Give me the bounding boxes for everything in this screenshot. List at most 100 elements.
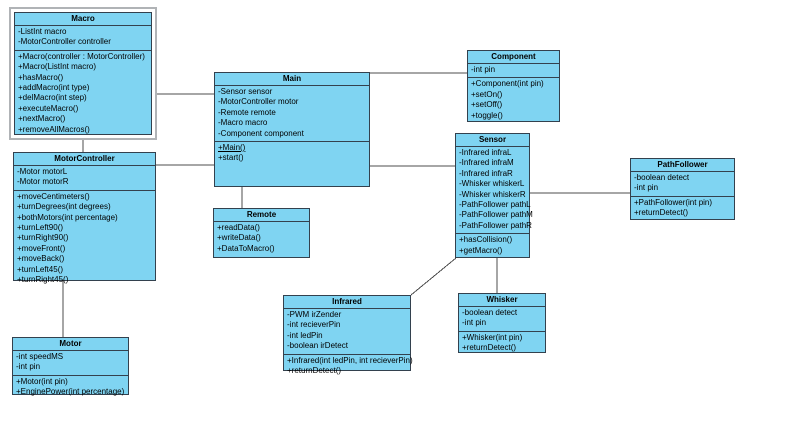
attribute-row: -boolean irDetect: [287, 341, 348, 351]
methods-compartment-whisker: +Whisker(int pin)+returnDetect(): [459, 330, 545, 356]
attribute-row: -Motor motorR: [17, 177, 69, 187]
class-title-component: Component: [491, 52, 536, 61]
method-row: +Main(): [218, 143, 246, 153]
class-title-pathfollower: PathFollower: [657, 160, 708, 169]
method-row: +moveFront(): [17, 243, 66, 253]
class-box-pathfollower[interactable]: PathFollower-boolean detect-int pin+Path…: [630, 158, 735, 220]
class-box-sensor[interactable]: Sensor-Infrared infraL-Infrared infraM-I…: [455, 133, 533, 258]
method-row: +moveCentimeters(): [17, 191, 90, 201]
attribute-row: -int pin: [471, 65, 496, 74]
class-title-motor: Motor: [59, 339, 82, 348]
method-row: +DataToMacro(): [217, 243, 275, 253]
methods-compartment-macro: +Macro(controller : MotorController)+Mac…: [15, 49, 151, 137]
attribute-row: -Motor motorL: [17, 167, 68, 176]
method-row: +executeMacro(): [18, 103, 79, 113]
method-row: +turnDegrees(int degrees): [17, 202, 111, 212]
attributes-compartment-pathfollower: -boolean detect-int pin: [631, 171, 734, 196]
attribute-row: -Infrared infraL: [459, 148, 512, 157]
class-box-remote[interactable]: Remote +readData()+writeData()+DataToMacr…: [213, 208, 310, 258]
attribute-row: -ListInt macro: [18, 27, 67, 36]
method-row: +Whisker(int pin): [462, 332, 523, 342]
attributes-compartment-motorcontroller: -Motor motorL-Motor motorR: [14, 165, 155, 190]
method-row: +addMacro(int type): [18, 83, 90, 93]
method-row: +returnDetect(): [634, 208, 689, 218]
method-row: +Component(int pin): [471, 79, 544, 89]
attribute-row: -PathFollower pathR: [459, 220, 532, 230]
attribute-row: -int pin: [634, 183, 659, 193]
method-row: +PathFollower(int pin): [634, 197, 713, 207]
method-row: +hasCollision(): [459, 235, 513, 245]
class-box-main[interactable]: Main-Sensor sensor-MotorController motor…: [214, 72, 370, 187]
method-row: +start(): [218, 153, 244, 163]
attribute-row: -Infrared infraM: [459, 158, 514, 168]
attributes-compartment-component: -int pin: [468, 63, 559, 77]
class-title-remote: Remote: [246, 210, 277, 219]
class-box-component[interactable]: Component-int pin+Component(int pin)+set…: [467, 50, 560, 122]
method-row: +Macro(ListInt macro): [18, 62, 97, 72]
attribute-row: -boolean detect: [462, 308, 518, 317]
attributes-compartment-motor: -int speedMS-int pin: [13, 350, 128, 375]
attribute-row: -Macro macro: [218, 118, 268, 128]
attributes-compartment-main: -Sensor sensor-MotorController motor-Rem…: [215, 85, 369, 141]
attributes-compartment-macro: -ListInt macro-MotorController controlle…: [15, 25, 151, 50]
class-box-whisker[interactable]: Whisker -boolean detect-int pin+Whisker(i…: [458, 293, 546, 353]
attribute-row: -MotorController controller: [18, 37, 111, 47]
method-row: +turnLeft90(): [17, 223, 64, 233]
method-row: +returnDetect(): [287, 366, 342, 376]
attribute-row: -int ledPin: [287, 330, 323, 340]
attribute-row: -boolean detect: [634, 173, 690, 182]
methods-compartment-sensor: +hasCollision()+getMacro(): [456, 233, 529, 258]
methods-compartment-component: +Component(int pin)+setOn()+setOff()+tog…: [468, 77, 559, 123]
attribute-row: -Whisker whiskerL: [459, 179, 525, 189]
attribute-row: -Component component: [218, 128, 304, 138]
attribute-row: -Sensor sensor: [218, 87, 273, 96]
method-row: +Motor(int pin): [16, 376, 68, 386]
method-row: +writeData(): [217, 233, 261, 243]
method-row: +turnLeft45(): [17, 264, 64, 274]
class-box-motorcontroller[interactable]: MotorController -Motor motorL-Motor motor…: [13, 152, 156, 284]
methods-compartment-infrared: +Infrared(int ledPin, int recieverPin)+r…: [284, 353, 413, 379]
attribute-row: -MotorController motor: [218, 97, 299, 107]
method-row: +turnRight90(): [17, 233, 69, 243]
method-row: +nextMacro(): [18, 114, 66, 124]
attributes-compartment-sensor: -Infrared infraL-Infrared infraM-Infrare…: [456, 146, 533, 233]
selection-frame-macro[interactable]: [9, 7, 157, 140]
attribute-row: -PathFollower pathL: [459, 200, 531, 210]
method-row: +setOn(): [471, 89, 503, 99]
class-title-motorcontroller: MotorController: [54, 154, 115, 163]
class-title-macro: Macro: [71, 14, 95, 23]
class-box-motor[interactable]: Motor-int speedMS-int pin+Motor(int pin)…: [12, 337, 129, 396]
class-box-infrared[interactable]: Infrared-PWM irZender-int recieverPin-in…: [283, 295, 413, 375]
class-box-macro[interactable]: Macro -ListInt macro-MotorController cont…: [14, 12, 152, 135]
method-row: +readData(): [217, 223, 260, 232]
method-row: +EnginePower(int percentage): [16, 387, 125, 397]
attribute-row: -int pin: [16, 362, 41, 372]
attribute-row: -PWM irZender: [287, 310, 342, 319]
method-row: +delMacro(int step): [18, 93, 87, 103]
attribute-row: -int recieverPin: [287, 320, 341, 330]
method-row: +turnRight45(): [17, 275, 69, 285]
methods-compartment-pathfollower: +PathFollower(int pin)+returnDetect(): [631, 195, 734, 221]
method-row: +bothMotors(int percentage): [17, 212, 118, 222]
class-title-whisker: Whisker: [486, 295, 518, 304]
attribute-row: -Infrared infraR: [459, 168, 513, 178]
methods-compartment-remote: +readData()+writeData()+DataToMacro(): [214, 221, 309, 257]
method-row: +removeAllMacros(): [18, 124, 90, 134]
method-row: +Infrared(int ledPin, int recieverPin): [287, 355, 413, 365]
methods-compartment-motor: +Motor(int pin)+EnginePower(int percenta…: [13, 374, 128, 400]
method-row: +toggle(): [471, 110, 503, 120]
attribute-row: -int speedMS: [16, 352, 64, 361]
method-row: +setOff(): [471, 100, 503, 110]
method-row: +hasMacro(): [18, 72, 64, 82]
attribute-row: -Whisker whiskerR: [459, 189, 526, 199]
methods-compartment-main: +Main()+start(): [215, 141, 369, 186]
attributes-compartment-whisker: -boolean detect-int pin: [459, 306, 545, 331]
attribute-row: -Remote remote: [218, 107, 276, 117]
connector-sensor-infrared[interactable]: [410, 257, 457, 296]
method-row: +Macro(controller : MotorController): [18, 51, 145, 61]
method-row: +getMacro(): [459, 245, 503, 255]
method-row: +moveBack(): [17, 254, 65, 264]
attributes-compartment-infrared: -PWM irZender-int recieverPin-int ledPin…: [284, 308, 410, 354]
method-row: +returnDetect(): [462, 343, 517, 353]
